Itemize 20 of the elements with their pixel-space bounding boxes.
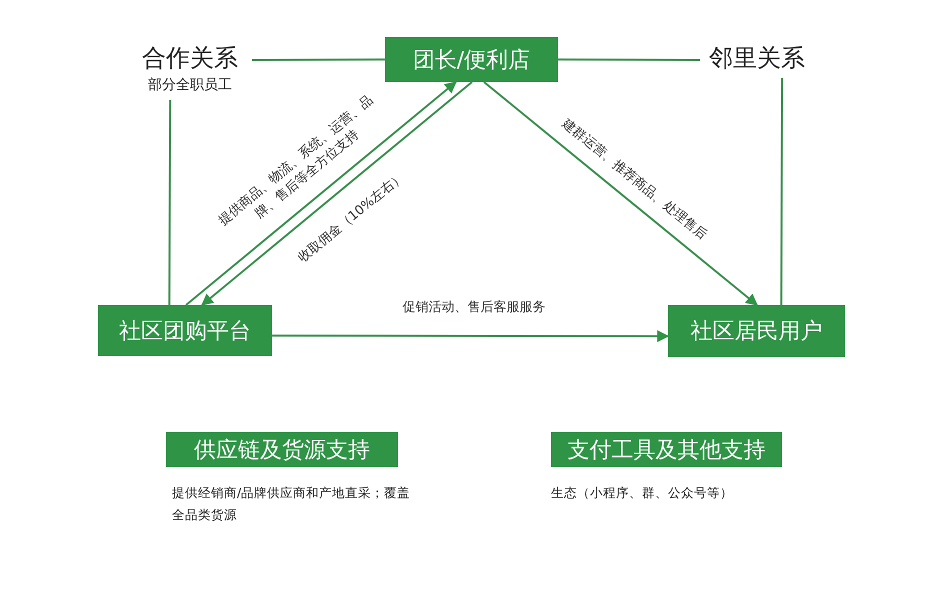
description-text: 提供经销商/品牌供应商和产地直采；覆盖全品类货源 — [172, 484, 412, 524]
process-box — [385, 37, 558, 82]
box-label: 社区居民用户 — [690, 318, 822, 346]
connector-line — [252, 58, 385, 61]
box-label: 团长/便利店 — [412, 46, 530, 74]
arrow — [272, 330, 670, 342]
relation-label: 合作关系 — [142, 43, 238, 74]
box-label: 社区团购平台 — [119, 318, 251, 346]
connector-line — [558, 58, 700, 61]
process-box — [166, 432, 398, 467]
arrow — [483, 81, 758, 306]
description-text: 生态（小程序、群、公众号等） — [551, 484, 734, 502]
box-label: 供应链及货源支持 — [194, 436, 370, 464]
process-box — [668, 305, 845, 357]
relation-label: 邻里关系 — [709, 43, 805, 74]
connector-line — [168, 100, 172, 305]
connector-line — [780, 78, 784, 305]
process-box — [551, 432, 782, 467]
box-label: 支付工具及其他支持 — [568, 436, 766, 464]
process-box — [98, 305, 272, 356]
